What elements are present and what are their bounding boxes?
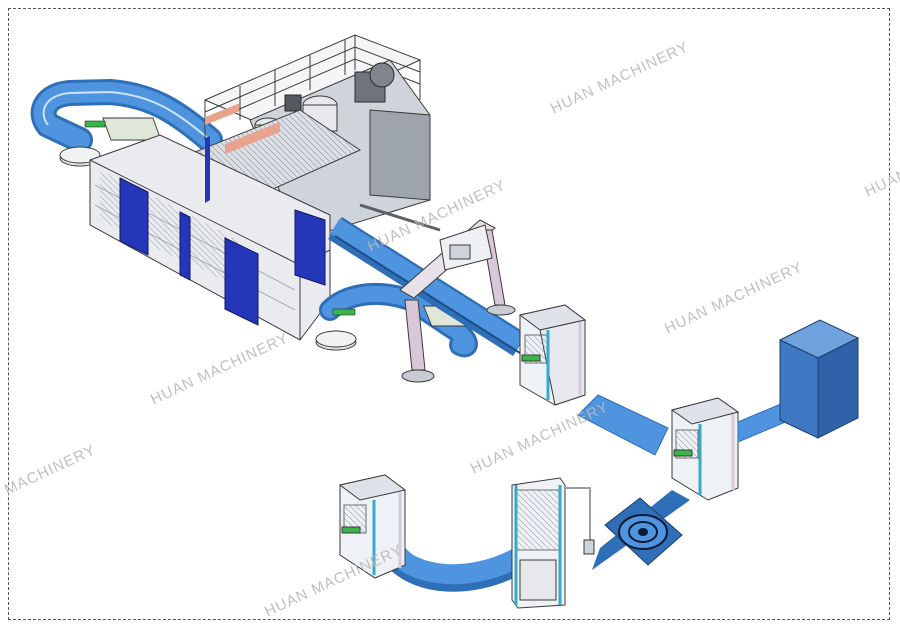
transfer-conveyor-1: [577, 394, 669, 456]
upper-return-conveyor: [30, 78, 223, 167]
station-1: [518, 304, 587, 406]
turntable-unit: [592, 490, 690, 570]
station-3: [338, 474, 407, 579]
gantry-robot: [399, 219, 516, 383]
station-4: [511, 477, 595, 609]
main-forming-machine: [89, 34, 431, 341]
diagram-frame: [8, 8, 890, 620]
packing-cabinet: [778, 319, 860, 439]
station-2: [670, 397, 740, 501]
